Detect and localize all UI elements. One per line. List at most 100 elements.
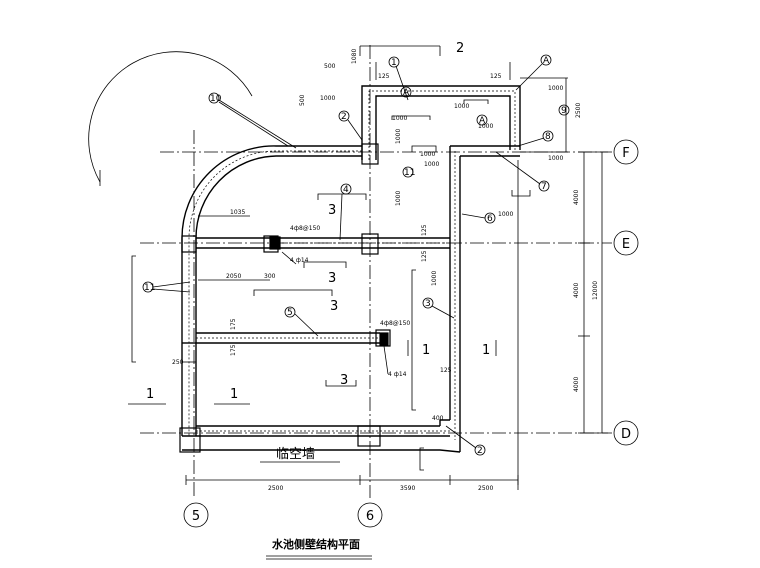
svg-text:2: 2 — [341, 112, 347, 122]
column — [179, 427, 201, 453]
dimension-texts: 2500 3590 2500 4000 4000 4000 12000 1080… — [172, 49, 599, 492]
svg-text:12000: 12000 — [592, 281, 599, 300]
svg-text:4ф8@150: 4ф8@150 — [380, 320, 410, 327]
svg-text:11: 11 — [404, 168, 415, 178]
axis-label-f: F — [622, 146, 629, 161]
callout-balloon — [422, 297, 434, 309]
svg-text:1: 1 — [391, 58, 397, 68]
svg-text:9: 9 — [561, 106, 567, 116]
drawing-title: 水池侧壁结构平面 — [266, 537, 372, 560]
callout-balloon — [538, 180, 550, 192]
svg-text:125: 125 — [490, 73, 502, 80]
callout-balloon — [540, 54, 552, 66]
callout-balloon — [558, 104, 570, 116]
svg-text:水池侧壁结构平面: 水池侧壁结构平面 — [272, 537, 360, 551]
svg-text:7: 7 — [541, 182, 547, 192]
walls — [181, 85, 521, 453]
column — [361, 143, 379, 165]
svg-text:4000: 4000 — [573, 377, 580, 392]
callouts: 10 11 11 2 3 4 5 6 7 8 9 A A — [142, 54, 570, 456]
svg-text:1000: 1000 — [454, 103, 469, 110]
callout-balloon — [284, 306, 296, 318]
svg-text:4ф8@150: 4ф8@150 — [290, 225, 320, 232]
svg-text:1000: 1000 — [548, 85, 563, 92]
svg-text:300: 300 — [264, 273, 276, 280]
svg-text:8: 8 — [545, 132, 551, 142]
callout-balloon — [476, 114, 488, 126]
curved-wall-outer — [181, 145, 300, 436]
svg-text:1000: 1000 — [392, 115, 407, 122]
svg-text:临空墙: 临空墙 — [276, 447, 315, 462]
svg-text:1000: 1000 — [395, 191, 402, 206]
axis-bubble-6 — [357, 502, 383, 528]
callout-balloon — [474, 444, 486, 456]
axis-bubbles: F E D 5 6 — [183, 139, 639, 528]
svg-text:2500: 2500 — [575, 103, 582, 118]
svg-text:4: 4 — [343, 185, 349, 195]
axis-label-e: E — [622, 237, 630, 252]
axis-bubble-e — [613, 230, 639, 256]
svg-text:1000: 1000 — [498, 211, 513, 218]
svg-text:1000: 1000 — [424, 161, 439, 168]
wall-label: 临空墙 — [260, 447, 340, 463]
svg-text:A: A — [479, 116, 486, 126]
svg-text:125: 125 — [421, 224, 428, 236]
svg-text:1000: 1000 — [395, 129, 402, 144]
svg-text:3: 3 — [328, 271, 336, 286]
svg-text:500: 500 — [299, 94, 306, 106]
callout-balloon — [340, 183, 352, 195]
column — [375, 329, 391, 347]
svg-text:125: 125 — [440, 367, 452, 374]
svg-text:1000: 1000 — [320, 95, 335, 102]
svg-text:5: 5 — [287, 308, 293, 318]
svg-text:1: 1 — [482, 343, 490, 358]
section-marks: 1 1 1 1 2 — [128, 41, 497, 405]
svg-text:10: 10 — [210, 94, 222, 104]
axis-bubble-5 — [183, 502, 209, 528]
svg-text:2500: 2500 — [268, 485, 283, 492]
detail-marks: 3 3 3 3 — [131, 99, 531, 471]
svg-text:125: 125 — [378, 73, 390, 80]
svg-text:6: 6 — [487, 214, 493, 224]
callout-balloon — [542, 130, 554, 142]
svg-text:4 ф14: 4 ф14 — [388, 371, 407, 378]
svg-text:1035: 1035 — [230, 209, 245, 216]
svg-text:4000: 4000 — [573, 190, 580, 205]
svg-text:2050: 2050 — [226, 273, 241, 280]
svg-text:250: 250 — [172, 359, 184, 366]
svg-text:1000: 1000 — [548, 155, 563, 162]
svg-text:2: 2 — [477, 446, 483, 456]
svg-text:3: 3 — [330, 299, 338, 314]
rebar-notes: 4ф8@150 4ф8@150 4 ф14 4 ф14 — [281, 225, 410, 378]
column — [361, 233, 379, 255]
svg-text:400: 400 — [432, 415, 444, 422]
svg-text:4 ф14: 4 ф14 — [290, 257, 309, 264]
axis-label-d: D — [621, 427, 631, 442]
svg-text:1000: 1000 — [420, 151, 435, 158]
svg-text:1: 1 — [230, 387, 238, 402]
axis-bubble-d — [613, 420, 639, 446]
svg-text:A: A — [403, 88, 410, 98]
columns — [179, 143, 391, 453]
svg-text:3590: 3590 — [400, 485, 415, 492]
svg-text:A: A — [543, 56, 550, 66]
svg-text:11: 11 — [144, 283, 155, 293]
callout-balloon — [338, 110, 350, 122]
svg-text:2500: 2500 — [478, 485, 493, 492]
curved-wall-inner — [195, 155, 300, 436]
svg-text:3: 3 — [425, 299, 431, 309]
callout-balloon — [208, 92, 220, 104]
svg-text:125: 125 — [421, 250, 428, 262]
svg-text:1: 1 — [146, 387, 154, 402]
callout-balloon — [388, 56, 400, 68]
svg-text:500: 500 — [324, 63, 336, 70]
svg-text:175: 175 — [230, 344, 237, 356]
svg-text:1000: 1000 — [478, 123, 493, 130]
column — [181, 235, 197, 253]
axis-label-5: 5 — [192, 509, 200, 524]
axis-label-6: 6 — [366, 509, 374, 524]
svg-text:1000: 1000 — [431, 271, 438, 286]
svg-text:3: 3 — [328, 203, 336, 218]
reference-arc — [88, 51, 253, 183]
